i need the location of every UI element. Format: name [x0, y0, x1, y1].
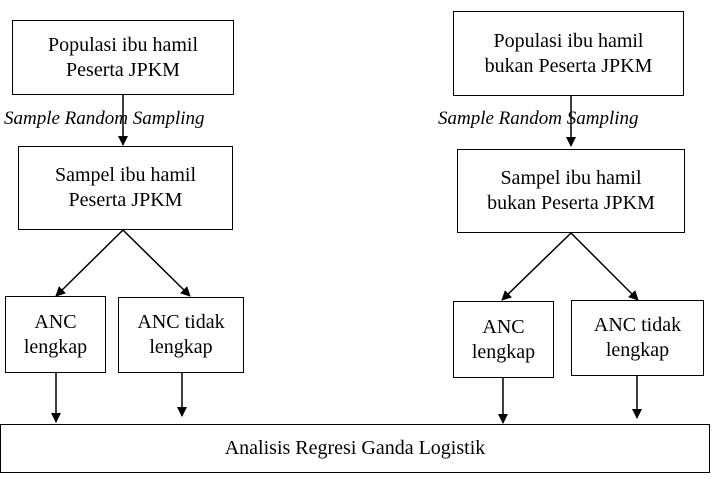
- left-anc-incomplete-label: ANC tidak lengkap: [137, 311, 225, 358]
- right-anc-complete-box: ANC lengkap: [453, 301, 554, 378]
- left-population-label: Populasi ibu hamil Peserta JPKM: [48, 33, 198, 81]
- right-population-label: Populasi ibu hamil bukan Peserta JPKM: [484, 29, 653, 77]
- right-anc-complete-label: ANC lengkap: [471, 315, 536, 363]
- right-sample-label: Sampel ibu hamil bukan Peserta JPKM: [487, 167, 655, 214]
- arrow-right-sample-to-anc-complete: [501, 232, 572, 301]
- left-anc-incomplete-box: ANC tidak lengkap: [118, 297, 244, 373]
- arrow-left-sample-to-anc-incomplete: [122, 229, 191, 297]
- analysis-label: Analisis Regresi Ganda Logistik: [224, 437, 486, 459]
- right-population-box: Populasi ibu hamil bukan Peserta JPKM: [453, 11, 684, 96]
- left-sample-label: Sampel ibu hamil Peserta JPKM: [54, 164, 197, 211]
- left-sampling-method-label: Sample Random Sampling: [4, 108, 205, 129]
- analysis-box: Analisis Regresi Ganda Logistik: [0, 424, 710, 473]
- right-anc-incomplete-label: ANC tidak lengkap: [593, 314, 682, 361]
- left-sample-box: Sampel ibu hamil Peserta JPKM: [18, 146, 233, 230]
- arrow-right-sample-to-anc-incomplete: [570, 232, 639, 301]
- left-anc-complete-label: ANC lengkap: [23, 310, 88, 358]
- right-anc-incomplete-box: ANC tidak lengkap: [571, 300, 704, 376]
- left-population-box: Populasi ibu hamil Peserta JPKM: [12, 20, 234, 95]
- right-sample-box: Sampel ibu hamil bukan Peserta JPKM: [457, 149, 685, 233]
- left-anc-complete-box: ANC lengkap: [5, 296, 106, 373]
- right-sampling-method-label: Sample Random Sampling: [438, 108, 639, 129]
- arrow-left-sample-to-anc-complete: [55, 229, 124, 297]
